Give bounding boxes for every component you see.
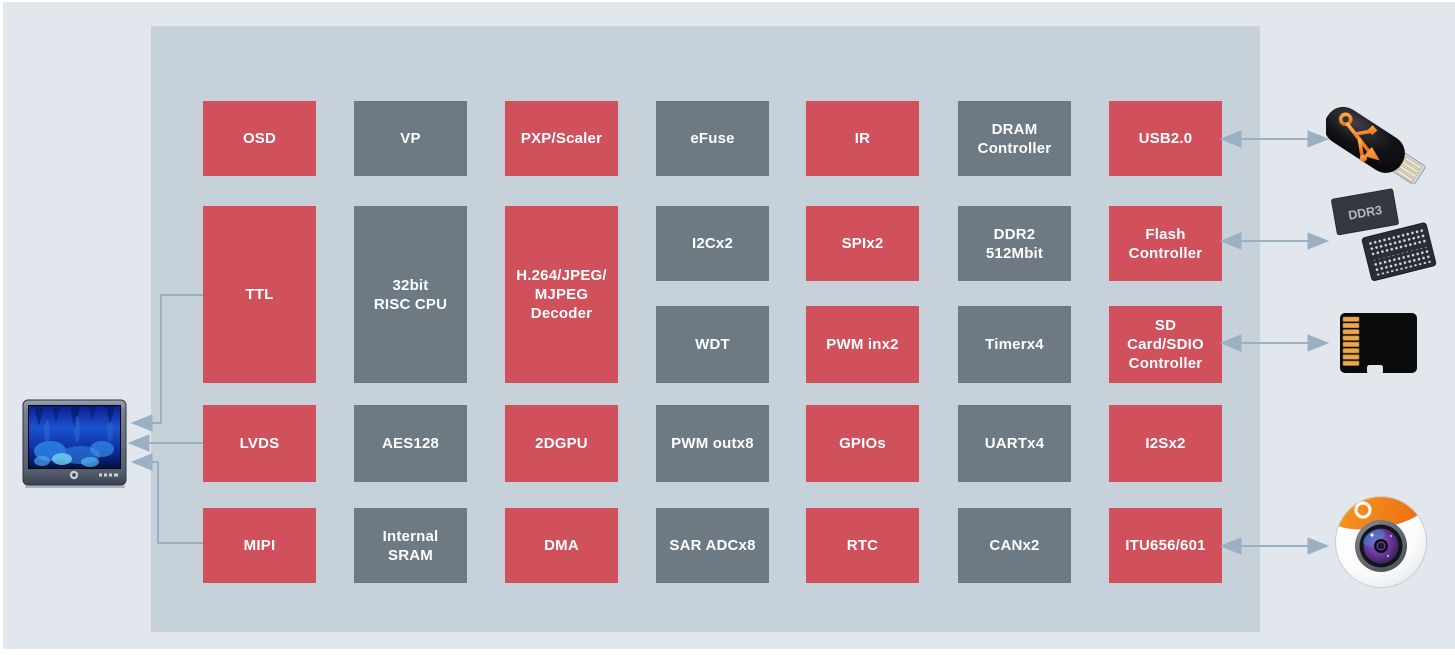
sd-card-pins — [1342, 316, 1360, 366]
block-dram-controller: DRAM Controller — [958, 101, 1071, 176]
ddr3-chips-icon: DDR3 — [1328, 186, 1440, 291]
lcd-monitor-icon — [22, 399, 128, 494]
block-pxp-scaler: PXP/Scaler — [505, 101, 618, 176]
usb-connector-pins — [1395, 156, 1423, 183]
block-i2sx2: I2Sx2 — [1109, 405, 1222, 482]
block-lvds: LVDS — [203, 405, 316, 482]
block-internal-sram: Internal SRAM — [354, 508, 467, 583]
block-flash-controller: Flash Controller — [1109, 206, 1222, 281]
block-pwm-outx8: PWM outx8 — [656, 405, 769, 482]
block-usb2-0: USB2.0 — [1109, 101, 1222, 176]
usb-drive-icon — [1324, 92, 1442, 189]
monitor-screen-art — [34, 406, 115, 467]
monitor-control-buttons — [99, 473, 118, 477]
block-canx2: CANx2 — [958, 508, 1071, 583]
block-ddr2-512mbit: DDR2 512Mbit — [958, 206, 1071, 281]
ddr3-chip-label: DDR3 — [1347, 203, 1383, 223]
block-aes128: AES128 — [354, 405, 467, 482]
block-dma: DMA — [505, 508, 618, 583]
block-h-264-jpeg-mjpeg-decoder: H.264/JPEG/ MJPEG Decoder — [505, 206, 618, 383]
usb-trident-symbol — [1338, 112, 1373, 157]
block-uartx4: UARTx4 — [958, 405, 1071, 482]
block-i2cx2: I2Cx2 — [656, 206, 769, 281]
microsd-card-icon — [1337, 309, 1421, 384]
soc-chip-container: OSD VP PXP/Scaler eFuse IR DRAM Controller USB… — [151, 26, 1260, 632]
camera-orange-swoosh — [1336, 497, 1426, 530]
block-osd: OSD — [203, 101, 316, 176]
camera-lens — [1355, 520, 1407, 572]
bga-chip — [1361, 222, 1437, 281]
block-32bit-risc-cpu: 32bit RISC CPU — [354, 206, 467, 383]
block-rtc: RTC — [806, 508, 919, 583]
block-ir: IR — [806, 101, 919, 176]
block-gpios: GPIOs — [806, 405, 919, 482]
block-timerx4: Timerx4 — [958, 306, 1071, 383]
block-efuse: eFuse — [656, 101, 769, 176]
block-pwm-inx2: PWM inx2 — [806, 306, 919, 383]
block-vp: VP — [354, 101, 467, 176]
block-spix2: SPIx2 — [806, 206, 919, 281]
camera-icon — [1333, 494, 1429, 597]
block-ttl: TTL — [203, 206, 316, 383]
block-itu656-601: ITU656/601 — [1109, 508, 1222, 583]
block-sd-card-sdio-controller: SD Card/SDIO Controller — [1109, 306, 1222, 383]
block-mipi: MIPI — [203, 508, 316, 583]
block-wdt: WDT — [656, 306, 769, 383]
block-2dgpu: 2DGPU — [505, 405, 618, 482]
block-sar-adcx8: SAR ADCx8 — [656, 508, 769, 583]
